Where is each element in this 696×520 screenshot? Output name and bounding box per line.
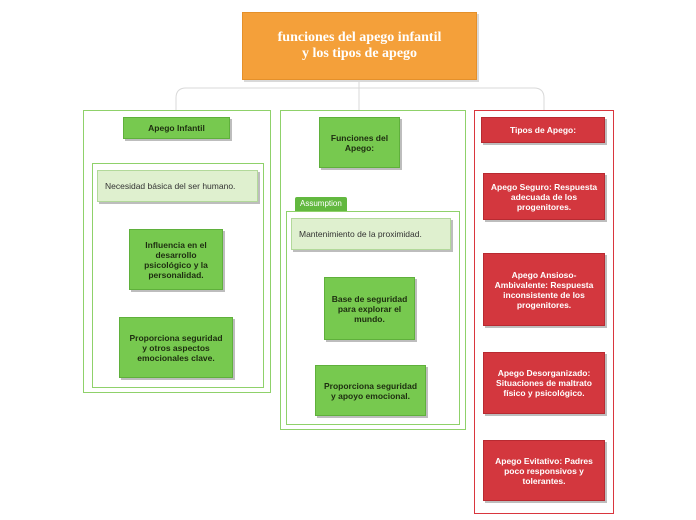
assumption-tag: Assumption [295,197,347,211]
proporciona-seguridad-node[interactable]: Proporciona seguridad y otros aspectos e… [119,317,233,378]
base-seguridad-node[interactable]: Base de seguridad para explorar el mundo… [324,277,415,340]
apego-infantil-header[interactable]: Apego Infantil [123,117,230,139]
apego-desorganizado-node[interactable]: Apego Desorganizado: Situaciones de malt… [483,352,605,414]
mantenimiento-node[interactable]: Mantenimiento de la proximidad. [291,218,451,250]
apoyo-emocional-node[interactable]: Proporciona seguridad y apoyo emocional. [315,365,426,416]
tipos-header[interactable]: Tipos de Apego: [481,117,605,143]
apego-ansioso-node[interactable]: Apego Ansioso-Ambivalente: Respuesta inc… [483,253,605,326]
root-topic[interactable]: funciones del apego infantil y los tipos… [242,12,477,80]
root-title: funciones del apego infantil y los tipos… [277,30,442,61]
necesidad-basica-node[interactable]: Necesidad básica del ser humano. [97,170,258,202]
apego-seguro-node[interactable]: Apego Seguro: Respuesta adecuada de los … [483,173,605,220]
apego-evitativo-node[interactable]: Apego Evitativo: Padres poco responsivos… [483,440,605,501]
funciones-header[interactable]: Funciones del Apego: [319,117,400,168]
influencia-node[interactable]: Influencia en el desarrollo psicológico … [129,229,223,290]
